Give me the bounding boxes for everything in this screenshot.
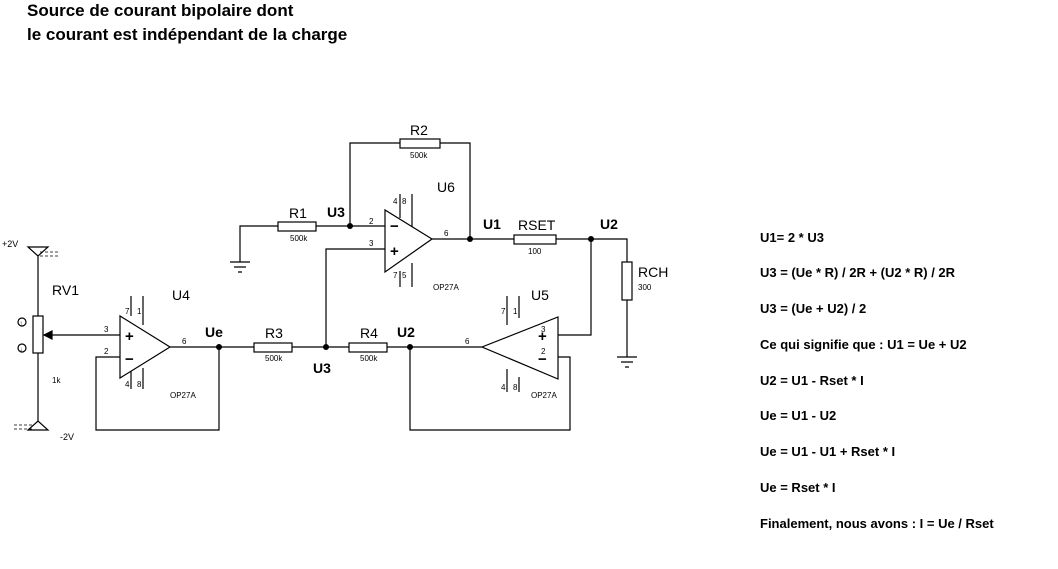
svg-text:1: 1	[513, 307, 518, 316]
junction-u3-top	[347, 223, 353, 229]
net-label-u3-bottom: U3	[313, 360, 331, 376]
junction-u3-bottom	[323, 344, 329, 350]
u5-ref: U5	[531, 287, 549, 303]
rv1-cw-icon: ↑	[20, 321, 23, 327]
svg-text:2: 2	[369, 217, 374, 226]
rset-value: 100	[528, 247, 542, 256]
opamp-u6: − + U6 OP27A 2 3 6 4 8 7 5	[369, 179, 459, 292]
equation-8: Ue = Rset * I	[760, 480, 836, 495]
equation-1: U1= 2 * U3	[760, 230, 824, 245]
svg-text:6: 6	[444, 229, 449, 238]
wire-opamp-stubs	[130, 194, 520, 392]
u4-ref: U4	[172, 287, 190, 303]
svg-text:5: 5	[402, 271, 407, 280]
rv1-ccw-icon: ↓	[20, 347, 23, 353]
svg-text:3: 3	[369, 239, 374, 248]
r1-value: 500k	[290, 234, 308, 243]
wire-u4-feedback	[95, 347, 220, 431]
svg-text:4: 4	[125, 380, 130, 389]
u6-minus: −	[390, 218, 399, 235]
equation-2: U3 = (Ue * R) / 2R + (U2 * R) / 2R	[760, 265, 956, 280]
u5-model: OP27A	[531, 391, 557, 400]
equation-6: Ue = U1 - U2	[760, 408, 837, 423]
svg-text:8: 8	[513, 383, 518, 392]
svg-text:2: 2	[104, 347, 109, 356]
supply-negative: -2V	[14, 420, 74, 442]
junction-u2-top	[588, 236, 594, 242]
svg-text:8: 8	[137, 380, 142, 389]
r1-ref: R1	[289, 205, 307, 221]
r2-value: 500k	[410, 151, 428, 160]
net-label-u2-top: U2	[600, 216, 618, 232]
wire-u3-to-u6-plus	[325, 248, 385, 347]
r3-ref: R3	[265, 325, 283, 341]
rset-ref: RSET	[518, 217, 556, 233]
resistor-r4: R4 500k	[348, 325, 388, 363]
u4-model: OP27A	[170, 391, 196, 400]
svg-text:2: 2	[541, 347, 546, 356]
resistor-r3: R3 500k	[253, 325, 293, 363]
equation-4: Ce qui signifie que : U1 = Ue + U2	[760, 337, 967, 352]
resistor-r1: R1 500k	[277, 205, 317, 243]
resistor-rset: RSET 100	[513, 217, 557, 256]
equation-7: Ue = U1 - U1 + Rset * I	[760, 444, 896, 459]
svg-text:7: 7	[501, 307, 506, 316]
svg-text:6: 6	[465, 337, 470, 346]
svg-text:7: 7	[393, 271, 398, 280]
junction-ue	[216, 344, 222, 350]
u6-plus: +	[390, 243, 399, 260]
net-labels: U3 U1 U2 Ue U2 U3	[205, 204, 618, 376]
ground-rch	[617, 356, 637, 368]
svg-text:3: 3	[104, 325, 109, 334]
junction-u2-bottom	[407, 344, 413, 350]
rv1-ref: RV1	[52, 282, 79, 298]
equation-5: U2 = U1 - Rset * I	[760, 373, 864, 388]
rch-ref: RCH	[638, 264, 668, 280]
svg-text:4: 4	[393, 197, 398, 206]
junctions	[216, 223, 594, 350]
net-label-ue: Ue	[205, 324, 223, 340]
rch-value: 300	[638, 283, 652, 292]
title-line-2: le courant est indépendant de la charge	[27, 25, 348, 44]
potentiometer-rv1: ↑ ↓ RV1 1k	[17, 282, 79, 385]
u6-model: OP27A	[433, 283, 459, 292]
title-line-1: Source de courant bipolaire dont	[27, 1, 294, 20]
u6-ref: U6	[437, 179, 455, 195]
svg-text:4: 4	[501, 383, 506, 392]
wire-u5-feedback	[409, 347, 571, 431]
rv1-value: 1k	[52, 376, 61, 385]
supply-positive-label: +2V	[2, 239, 18, 249]
equation-9: Finalement, nous avons : I = Ue / Rset	[760, 516, 994, 531]
u5-plus: +	[538, 328, 547, 345]
u4-plus: +	[125, 328, 134, 345]
supply-positive: +2V	[2, 239, 58, 257]
opamp-u5: + − U5 OP27A 3 2 6 7 1 4 8	[465, 287, 559, 400]
u4-minus: −	[125, 351, 134, 368]
resistor-rch: RCH 300	[621, 261, 668, 301]
wire-u6-feedback	[349, 142, 471, 239]
net-label-u3-top: U3	[327, 204, 345, 220]
svg-text:1: 1	[137, 307, 142, 316]
resistor-r2: R2 500k	[399, 122, 441, 160]
u5-minus: −	[538, 351, 547, 368]
opamp-u4: + − U4 OP27A 3 2 6 7 1 4 8	[104, 287, 196, 400]
equation-3: U3 = (Ue + U2) / 2	[760, 301, 867, 316]
r4-ref: R4	[360, 325, 378, 341]
r2-ref: R2	[410, 122, 428, 138]
junction-u1	[467, 236, 473, 242]
svg-text:8: 8	[402, 197, 407, 206]
supply-negative-label: -2V	[60, 432, 74, 442]
r3-value: 500k	[265, 354, 283, 363]
wire-u2-to-u5	[558, 239, 592, 336]
svg-text:6: 6	[182, 337, 187, 346]
r4-value: 500k	[360, 354, 378, 363]
ground-r1	[230, 261, 250, 273]
net-label-u2-bottom: U2	[397, 324, 415, 340]
wires	[37, 142, 628, 431]
svg-text:7: 7	[125, 307, 130, 316]
svg-text:3: 3	[541, 325, 546, 334]
net-label-u1: U1	[483, 216, 501, 232]
